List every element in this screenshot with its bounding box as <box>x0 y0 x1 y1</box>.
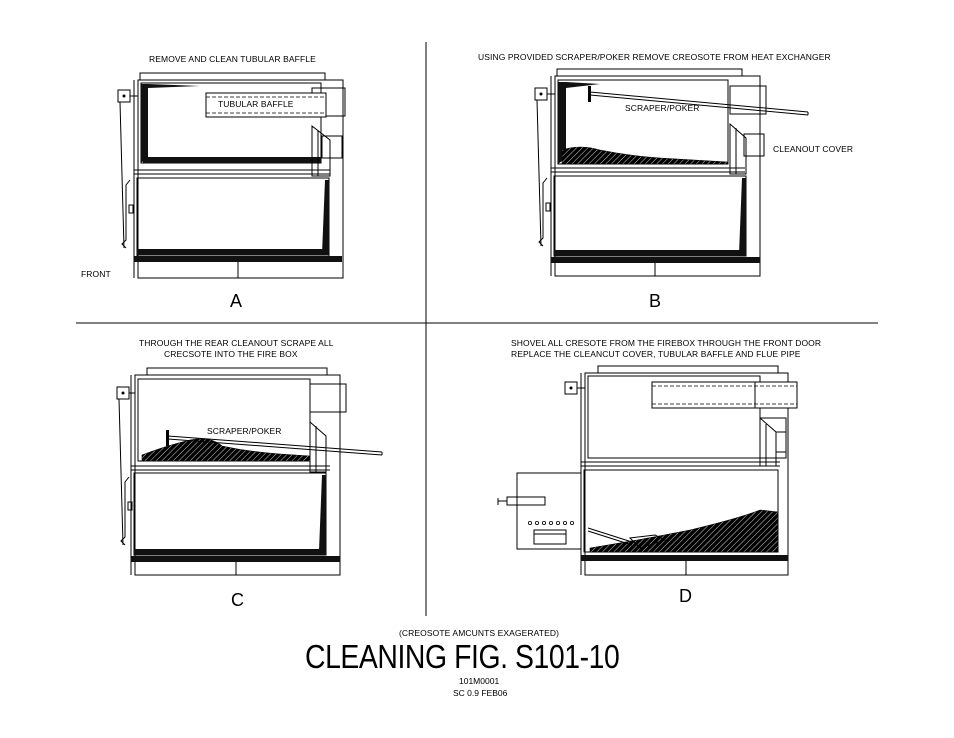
panel-b-letter: B <box>649 291 662 311</box>
creosote-note: (CREOSOTE AMCUNTS EXAGERATED) <box>399 628 560 638</box>
panel-b-drawing <box>534 68 809 277</box>
panel-b-caption: USING PROVIDED SCRAPER/POKER REMOVE CREO… <box>478 52 831 62</box>
panel-c-letter: C <box>231 590 244 610</box>
scale-date: SC 0.9 FEB06 <box>453 688 508 698</box>
panel-d-drawing <box>497 365 798 576</box>
panel-d-caption-line1: SHOVEL ALL CRESOTE FROM THE FIREBOX THRO… <box>511 338 822 348</box>
figure-title: CLEANING FIG. S101-10 <box>305 638 620 675</box>
drawing-code: 101M0001 <box>459 676 500 686</box>
panel-c-drawing <box>116 367 383 576</box>
panel-c-caption-line2: CRECSOTE INTO THE FIRE BOX <box>164 349 298 359</box>
panel-a-letter: A <box>230 291 243 311</box>
panel-d-caption-line2: REPLACE THE CLEANCUT COVER, TUBULAR BAFF… <box>511 349 801 359</box>
panel-d-letter: D <box>679 586 692 606</box>
panel-a-caption: REMOVE AND CLEAN TUBULAR BAFFLE <box>149 54 316 64</box>
scraper-poker-label-c: SCRAPER/POKER <box>207 426 282 436</box>
panel-a-drawing <box>117 72 346 279</box>
front-label: FRONT <box>81 269 111 279</box>
cleanout-cover-label: CLEANOUT COVER <box>773 144 854 154</box>
scraper-poker-label-b: SCRAPER/POKER <box>625 103 700 113</box>
panel-c-caption-line1: THROUGH THE REAR CLEANOUT SCRAPE ALL <box>139 338 334 348</box>
tubular-baffle-label: TUBULAR BAFFLE <box>218 99 294 109</box>
